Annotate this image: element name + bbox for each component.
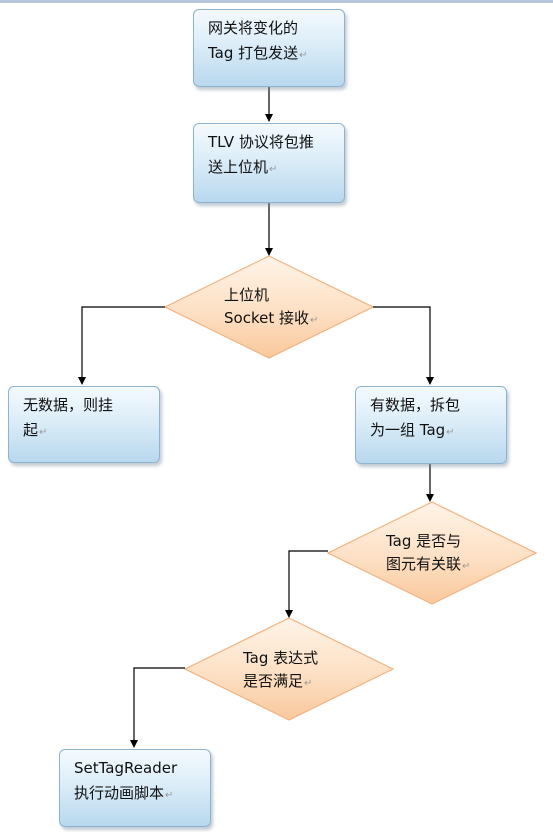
node-text: Tag 打包发送 bbox=[208, 44, 299, 62]
node-text: Socket 接收 bbox=[224, 309, 309, 327]
node-text: 图元有关联 bbox=[386, 555, 462, 573]
paragraph-mark-icon: ↵ bbox=[299, 50, 308, 61]
decision-label-socket: 上位机 Socket 接收↵ bbox=[224, 284, 318, 332]
arrow-d1-to-has-data bbox=[373, 306, 434, 385]
node-text: 无数据，则挂 bbox=[23, 396, 114, 414]
paragraph-mark-icon: ↵ bbox=[462, 561, 471, 572]
paragraph-mark-icon: ↵ bbox=[39, 427, 48, 438]
node-text: 上位机 bbox=[224, 286, 270, 304]
node-text: 送上位机 bbox=[208, 158, 269, 176]
node-text: 有数据，拆包 bbox=[370, 396, 461, 414]
decision-label-tag-relation: Tag 是否与 图元有关联↵ bbox=[386, 530, 470, 578]
decision-label-tag-expression: Tag 表达式 是否满足↵ bbox=[243, 647, 318, 695]
process-box-has-data: 有数据，拆包 为一组 Tag↵ bbox=[355, 386, 507, 464]
node-text: Tag 是否与 bbox=[386, 532, 462, 550]
page-top-border bbox=[0, 0, 553, 3]
process-box-gateway-pack: 网关将变化的 Tag 打包发送↵ bbox=[193, 9, 345, 87]
decision-diamond-tag-expression bbox=[183, 617, 395, 721]
node-text: 执行动画脚本 bbox=[74, 784, 165, 802]
process-box-set-tag-reader: SetTagReader 执行动画脚本↵ bbox=[59, 749, 211, 827]
arrow-d2-to-d3 bbox=[285, 550, 328, 618]
process-box-no-data: 无数据，则挂 起↵ bbox=[8, 386, 160, 463]
node-text: Tag 表达式 bbox=[243, 649, 319, 667]
node-text: SetTagReader bbox=[74, 759, 178, 777]
decision-diamond-tag-relation bbox=[326, 501, 538, 605]
paragraph-mark-icon: ↵ bbox=[446, 427, 455, 438]
paragraph-mark-icon: ↵ bbox=[165, 790, 174, 801]
node-text: 是否满足 bbox=[243, 672, 304, 690]
node-text: TLV 协议将包推 bbox=[208, 133, 314, 151]
paragraph-mark-icon: ↵ bbox=[309, 315, 319, 326]
arrow-d3-to-n5 bbox=[130, 667, 185, 748]
process-box-tlv-push: TLV 协议将包推 送上位机↵ bbox=[193, 123, 345, 203]
node-text: 起 bbox=[23, 421, 39, 439]
decision-diamond-socket bbox=[163, 255, 375, 359]
arrow-d1-to-no-data bbox=[78, 306, 165, 385]
node-text: 为一组 Tag bbox=[370, 421, 446, 439]
node-text: 网关将变化的 bbox=[208, 19, 299, 37]
paragraph-mark-icon: ↵ bbox=[304, 678, 313, 689]
paragraph-mark-icon: ↵ bbox=[269, 164, 278, 175]
